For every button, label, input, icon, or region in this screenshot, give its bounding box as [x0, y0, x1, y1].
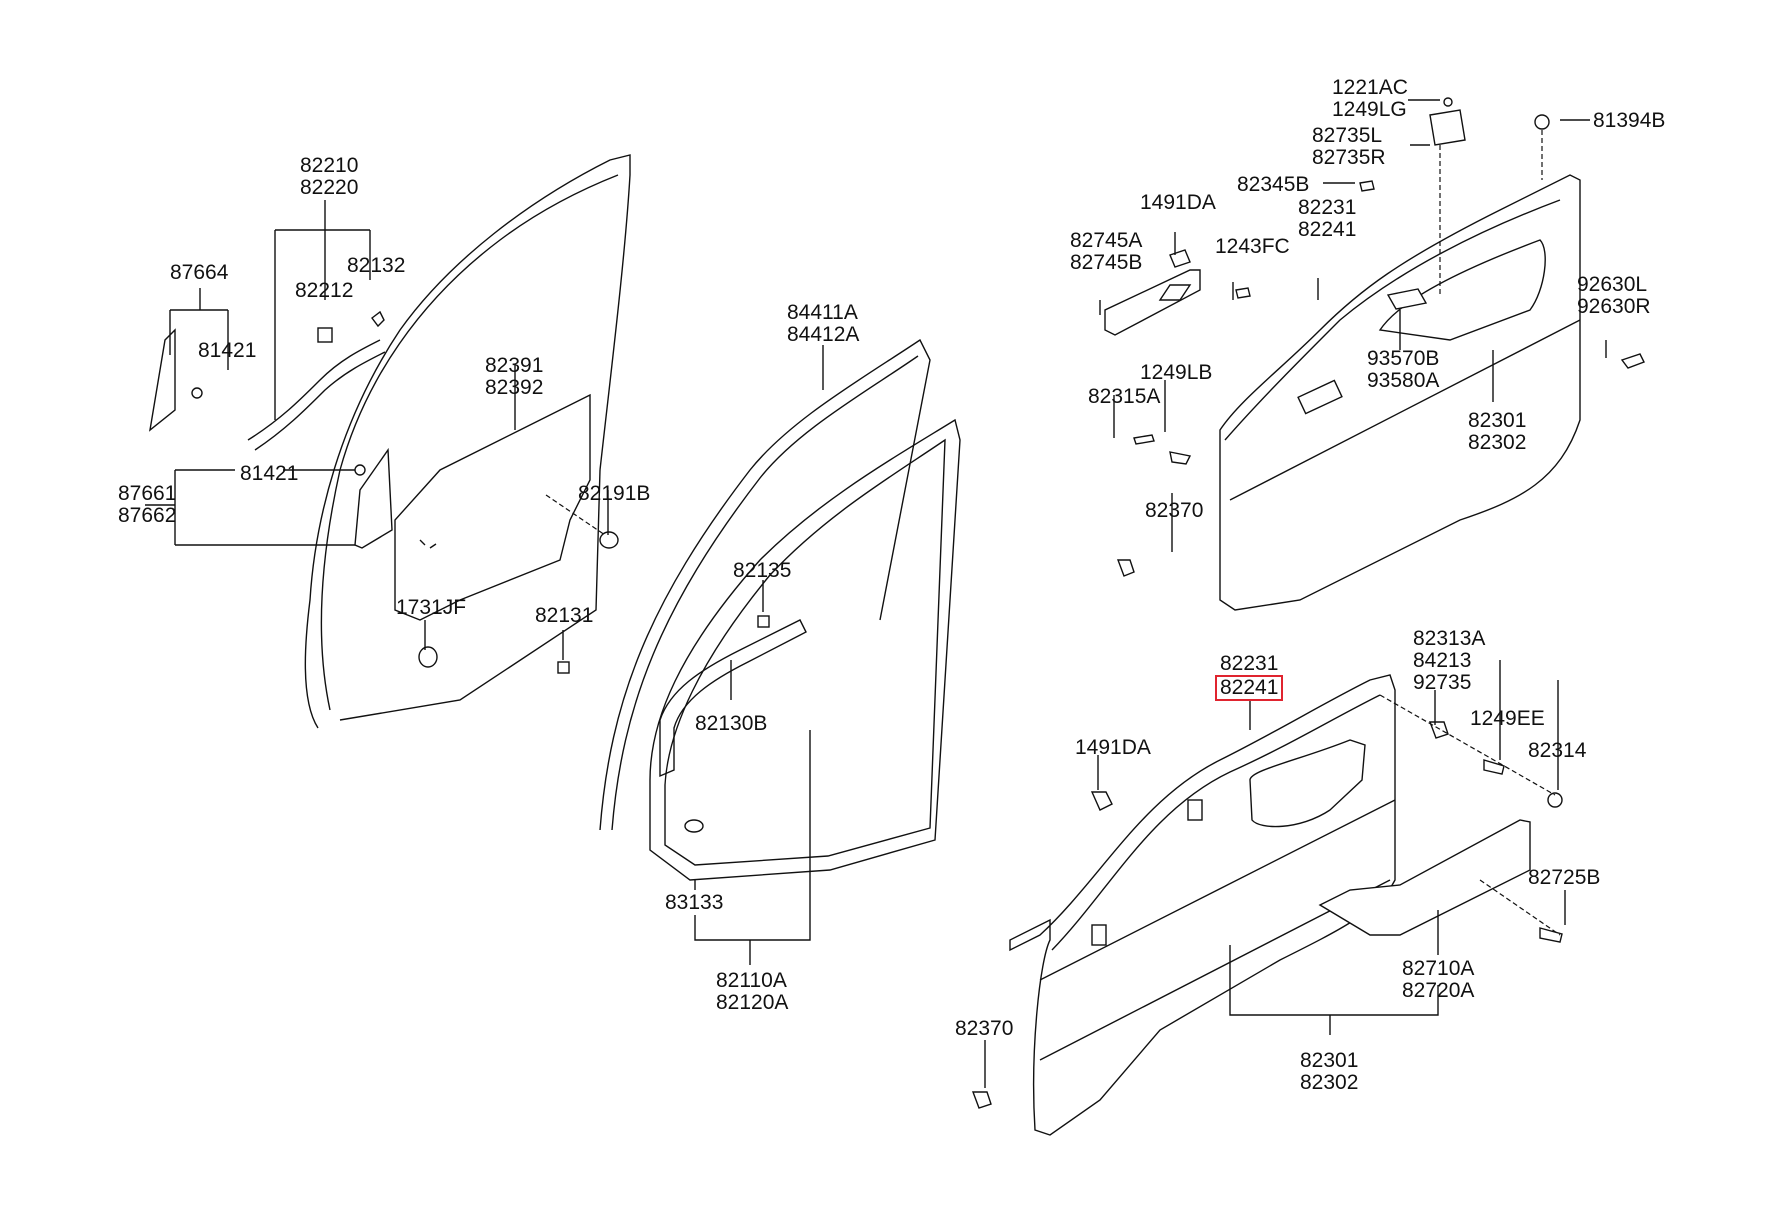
label-1249ee: 1249EE [1470, 707, 1545, 730]
weatherstrip-outer [599, 338, 931, 831]
label-82135: 82135 [733, 559, 792, 582]
door-trim-panel-left [394, 393, 591, 621]
armrest-bracket [1104, 269, 1201, 336]
label-81421-lower: 81421 [240, 462, 299, 485]
highlighted-part-82241[interactable]: 82241 [1215, 675, 1284, 701]
fasteners-top-right [1116, 97, 1645, 577]
run-channel-82130b [659, 619, 807, 778]
leader-lines [145, 99, 1607, 1088]
label-82315a: 82315A [1088, 385, 1161, 408]
quarter-glass-small [149, 328, 203, 432]
label-1243fc: 1243FC [1215, 235, 1290, 258]
weatherstrip-inner [649, 418, 961, 881]
label-82370-bottom: 82370 [955, 1017, 1014, 1040]
label-82191b: 82191B [578, 482, 651, 505]
door-frame [304, 154, 631, 729]
label-87664: 87664 [170, 261, 229, 284]
clip-83133 [684, 819, 704, 833]
label-82132: 82132 [347, 254, 406, 277]
clips-left [317, 310, 770, 674]
label-1491da-bottom: 1491DA [1075, 736, 1151, 759]
armrest-82710a [1318, 819, 1531, 936]
label-82345b: 82345B [1237, 173, 1310, 196]
label-1249lb: 1249LB [1140, 361, 1213, 384]
label-82231-82241-bottom: 82231 82241 [1215, 653, 1284, 701]
label-83133: 83133 [665, 891, 724, 914]
label-82212: 82212 [295, 279, 354, 302]
label-1491da-top: 1491DA [1140, 191, 1216, 214]
fasteners-bottom-right [971, 721, 1563, 1109]
label-82130b: 82130B [695, 712, 768, 735]
label-1731jf: 1731JF [396, 596, 467, 619]
label-82314: 82314 [1528, 739, 1587, 762]
label-81421-upper: 81421 [198, 339, 257, 362]
label-82370-top: 82370 [1145, 499, 1204, 522]
label-82131: 82131 [535, 604, 594, 627]
label-81394b: 81394B [1593, 109, 1666, 132]
label-82725b: 82725B [1528, 866, 1601, 889]
quarter-glass-large [354, 447, 393, 549]
sash-channel [247, 339, 386, 451]
